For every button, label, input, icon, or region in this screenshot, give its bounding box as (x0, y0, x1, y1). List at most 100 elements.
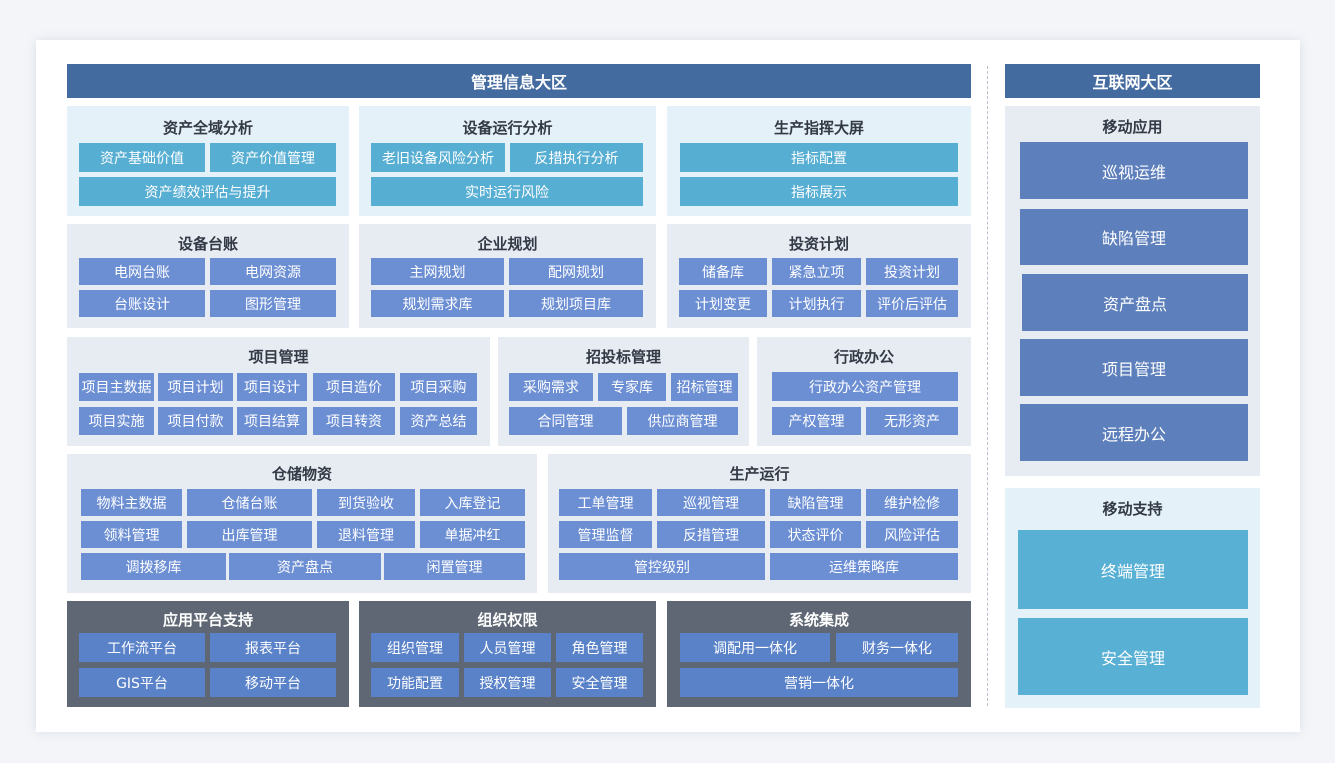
panel-title: 移动应用 (1102, 118, 1163, 136)
module-button[interactable]: 退料管理 (317, 521, 415, 548)
panel-platform-support: 应用平台支持 工作流平台 报表平台 GIS平台 移动平台 (67, 601, 349, 707)
panel-title: 招投标管理 (585, 348, 661, 366)
module-button[interactable]: 移动平台 (210, 668, 336, 697)
panel-title: 应用平台支持 (162, 611, 253, 629)
module-button[interactable]: 项目设计 (237, 373, 307, 401)
module-button[interactable]: 项目结算 (237, 407, 307, 435)
module-button[interactable]: GIS平台 (79, 668, 205, 697)
module-button[interactable]: 计划变更 (679, 290, 767, 317)
module-button[interactable]: 巡视管理 (657, 489, 765, 516)
module-button[interactable]: 项目主数据 (79, 373, 154, 401)
module-button[interactable]: 财务一体化 (836, 633, 958, 662)
module-button[interactable]: 巡视运维 (1020, 142, 1248, 199)
module-button[interactable]: 项目造价 (313, 373, 395, 401)
panel-mobile-support: 移动支持 终端管理 安全管理 (1005, 488, 1260, 708)
module-button[interactable]: 到货验收 (317, 489, 415, 516)
module-button[interactable]: 单据冲红 (420, 521, 525, 548)
module-button[interactable]: 采购需求 (509, 373, 593, 401)
module-button[interactable]: 资产盘点 (229, 553, 381, 580)
module-button[interactable]: 管控级别 (559, 553, 765, 580)
module-button[interactable]: 授权管理 (464, 668, 551, 697)
module-button[interactable]: 规划项目库 (509, 290, 643, 317)
module-button[interactable]: 风险评估 (866, 521, 958, 548)
module-button[interactable]: 台账设计 (79, 290, 205, 317)
panel-project-management: 项目管理 项目主数据 项目计划 项目设计 项目造价 项目采购 项目实施 项目付款… (67, 337, 490, 446)
module-button[interactable]: 领料管理 (81, 521, 182, 548)
module-button[interactable]: 实时运行风险 (371, 177, 643, 206)
panel-warehouse: 仓储物资 物料主数据 仓储台账 到货验收 入库登记 领料管理 出库管理 退料管理… (67, 454, 537, 593)
module-button[interactable]: 项目计划 (158, 373, 233, 401)
module-button[interactable]: 终端管理 (1018, 530, 1248, 609)
module-button[interactable]: 无形资产 (866, 407, 958, 435)
module-button[interactable]: 远程办公 (1020, 404, 1248, 461)
module-button[interactable]: 投资计划 (866, 258, 958, 285)
module-button[interactable]: 电网资源 (210, 258, 336, 285)
module-button[interactable]: 调拨移库 (81, 553, 226, 580)
panel-enterprise-planning: 企业规划 主网规划 配网规划 规划需求库 规划项目库 (359, 224, 656, 328)
module-button[interactable]: 状态评价 (770, 521, 861, 548)
module-button[interactable]: 缺陷管理 (1020, 209, 1248, 265)
module-button[interactable]: 电网台账 (79, 258, 205, 285)
module-button[interactable]: 配网规划 (509, 258, 643, 285)
panel-title: 资产全域分析 (162, 119, 253, 137)
panel-command-screen: 生产指挥大屏 指标配置 指标展示 (667, 106, 971, 216)
module-button[interactable]: 项目采购 (400, 373, 477, 401)
module-button[interactable]: 缺陷管理 (770, 489, 861, 516)
module-button[interactable]: 老旧设备风险分析 (371, 143, 505, 172)
module-button[interactable]: 组织管理 (371, 633, 459, 662)
module-button[interactable]: 出库管理 (187, 521, 312, 548)
module-button[interactable]: 报表平台 (210, 633, 336, 662)
module-button[interactable]: 安全管理 (556, 668, 643, 697)
module-button[interactable]: 紧急立项 (772, 258, 861, 285)
module-button[interactable]: 计划执行 (772, 290, 861, 317)
module-button[interactable]: 指标配置 (680, 143, 958, 172)
module-button[interactable]: 资产总结 (400, 407, 477, 435)
module-button[interactable]: 供应商管理 (627, 407, 738, 435)
module-button[interactable]: 仓储台账 (187, 489, 312, 516)
module-button[interactable]: 储备库 (679, 258, 767, 285)
module-button[interactable]: 物料主数据 (81, 489, 182, 516)
module-button[interactable]: 工作流平台 (79, 633, 205, 662)
module-button[interactable]: 入库登记 (420, 489, 525, 516)
module-button[interactable]: 资产盘点 (1022, 274, 1248, 331)
module-button[interactable]: 功能配置 (371, 668, 459, 697)
module-button[interactable]: 项目管理 (1020, 339, 1248, 396)
module-button[interactable]: 工单管理 (559, 489, 652, 516)
module-button[interactable]: 产权管理 (772, 407, 861, 435)
module-button[interactable]: 评价后评估 (866, 290, 958, 317)
module-button[interactable]: 行政办公资产管理 (772, 372, 958, 401)
module-button[interactable]: 主网规划 (371, 258, 504, 285)
module-button[interactable]: 图形管理 (210, 290, 336, 317)
module-button[interactable]: 闲置管理 (384, 553, 525, 580)
module-button[interactable]: 反措执行分析 (510, 143, 643, 172)
module-button[interactable]: 调配用一体化 (680, 633, 830, 662)
panel-title: 组织权限 (477, 611, 538, 629)
module-button[interactable]: 角色管理 (556, 633, 643, 662)
internet-zone-header: 互联网大区 (1005, 64, 1260, 98)
module-button[interactable]: 资产基础价值 (79, 143, 205, 172)
module-button[interactable]: 项目付款 (158, 407, 233, 435)
panel-title: 仓储物资 (271, 465, 332, 483)
module-button[interactable]: 营销一体化 (680, 668, 958, 697)
panel-title: 项目管理 (248, 348, 309, 366)
panel-title: 生产指挥大屏 (773, 119, 864, 137)
module-button[interactable]: 项目实施 (79, 407, 154, 435)
module-button[interactable]: 合同管理 (509, 407, 622, 435)
module-button[interactable]: 管理监督 (559, 521, 652, 548)
panel-investment-plan: 投资计划 储备库 紧急立项 投资计划 计划变更 计划执行 评价后评估 (667, 224, 971, 328)
module-button[interactable]: 反措管理 (657, 521, 765, 548)
module-button[interactable]: 招标管理 (671, 373, 738, 401)
module-button[interactable]: 资产价值管理 (210, 143, 336, 172)
module-button[interactable]: 资产绩效评估与提升 (79, 177, 336, 206)
panel-asset-analysis: 资产全域分析 资产基础价值 资产价值管理 资产绩效评估与提升 (67, 106, 349, 216)
module-button[interactable]: 指标展示 (680, 177, 958, 206)
module-button[interactable]: 人员管理 (464, 633, 551, 662)
panel-system-integration: 系统集成 调配用一体化 财务一体化 营销一体化 (667, 601, 971, 707)
module-button[interactable]: 运维策略库 (770, 553, 958, 580)
module-button[interactable]: 项目转资 (313, 407, 395, 435)
panel-equipment-analysis: 设备运行分析 老旧设备风险分析 反措执行分析 实时运行风险 (359, 106, 656, 216)
module-button[interactable]: 专家库 (598, 373, 666, 401)
module-button[interactable]: 规划需求库 (371, 290, 504, 317)
module-button[interactable]: 维护检修 (866, 489, 958, 516)
module-button[interactable]: 安全管理 (1018, 618, 1248, 695)
